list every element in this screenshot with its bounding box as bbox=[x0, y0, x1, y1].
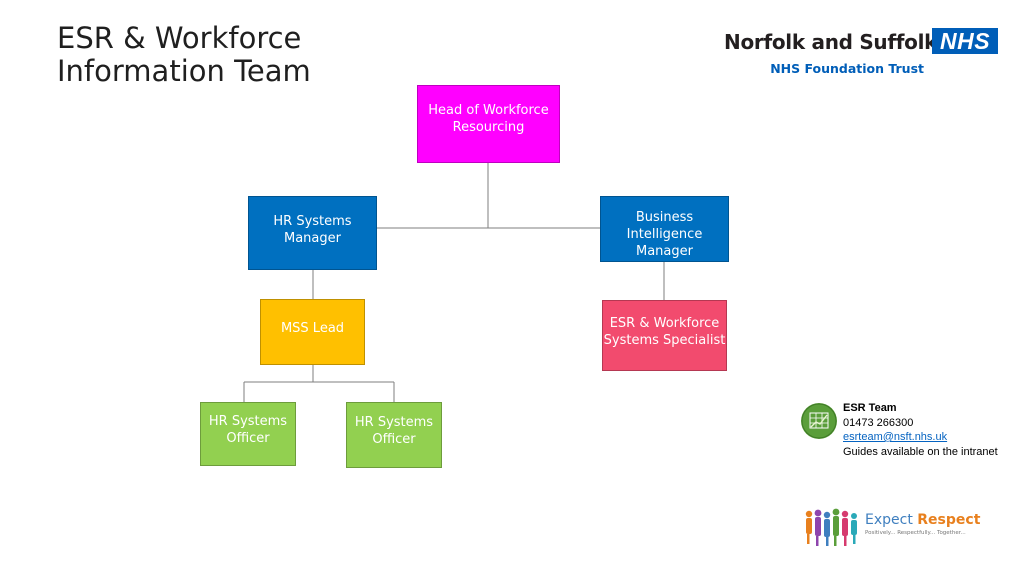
contact-email-link[interactable]: esrteam@nsft.nhs.uk bbox=[843, 431, 948, 443]
node-esr-workforce-systems-specialist: ESR & Workforce Systems Specialist bbox=[602, 300, 727, 371]
contact-name: ESR Team bbox=[843, 402, 897, 414]
node-label-line1: HR Systems bbox=[208, 414, 288, 429]
node-label-line2: Officer bbox=[226, 431, 270, 446]
expect-respect-tagline: Positively... Respectfully... Together..… bbox=[865, 530, 966, 536]
node-label-line2: Manager bbox=[636, 244, 693, 259]
node-label-line1: MSS Lead bbox=[280, 321, 345, 336]
headline-part1: Expect bbox=[865, 512, 913, 528]
node-hr-systems-officer-2: HR Systems Officer bbox=[346, 402, 442, 468]
node-hr-systems-officer-1: HR Systems Officer bbox=[200, 402, 296, 466]
node-business-intelligence-manager: Business Intelligence Manager bbox=[600, 196, 729, 262]
node-head-of-workforce-resourcing: Head of Workforce Resourcing bbox=[417, 85, 560, 163]
page-title-line2: Information Team bbox=[57, 54, 311, 88]
headline-part2: Respect bbox=[917, 512, 981, 528]
node-label-line1: HR Systems bbox=[273, 214, 352, 229]
nhs-badge: NHS bbox=[932, 28, 998, 54]
page-title-line1: ESR & Workforce bbox=[57, 21, 302, 55]
node-label-line1: Business Intelligence bbox=[626, 210, 703, 242]
node-label-line2: Manager bbox=[284, 231, 341, 246]
logo-subtitle: NHS Foundation Trust bbox=[770, 61, 924, 76]
expect-respect-headline: Expect Respect bbox=[865, 512, 980, 528]
logo-org-name: Norfolk and Suffolk bbox=[724, 30, 938, 54]
node-label-line1: Head of Workforce bbox=[428, 103, 549, 118]
node-label-line1: HR Systems bbox=[354, 415, 434, 430]
node-mss-lead: MSS Lead bbox=[260, 299, 365, 365]
expect-respect-logo: Expect Respect Positively... Respectfull… bbox=[803, 507, 980, 547]
people-group-icon bbox=[805, 508, 857, 546]
contact-note: Guides available on the intranet bbox=[843, 445, 998, 458]
spreadsheet-icon bbox=[801, 403, 837, 439]
contact-phone: 01473 266300 bbox=[843, 416, 914, 429]
node-label-line2: Systems Specialist bbox=[603, 333, 726, 348]
page-title: ESR & Workforce Information Team bbox=[57, 22, 311, 88]
nhs-trust-logo: Norfolk and Suffolk NHS NHS Foundation T… bbox=[724, 28, 1000, 78]
node-label-line1: ESR & Workforce bbox=[609, 316, 720, 331]
node-hr-systems-manager: HR Systems Manager bbox=[248, 196, 377, 270]
node-label-line2: Officer bbox=[372, 432, 416, 447]
node-label-line2: Resourcing bbox=[452, 120, 525, 135]
